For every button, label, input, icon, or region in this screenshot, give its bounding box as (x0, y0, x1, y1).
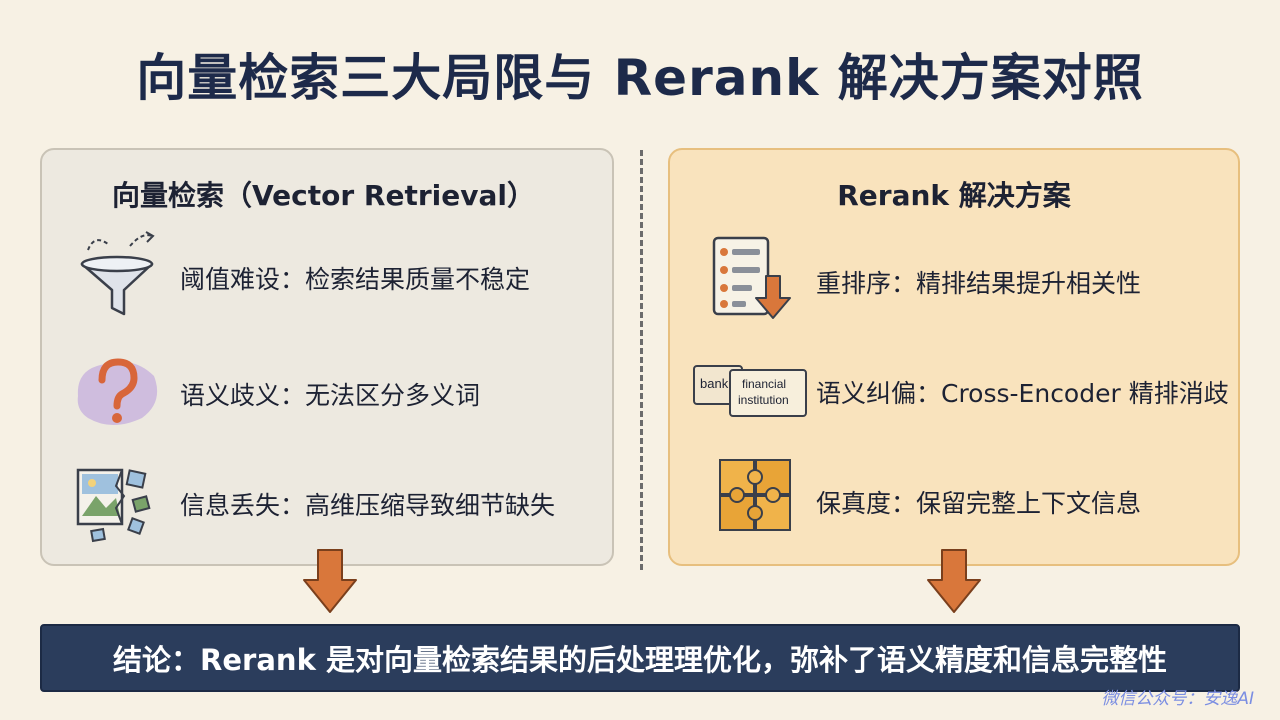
vector-retrieval-panel: 向量检索（Vector Retrieval） 阈值难设：检索结果质量不稳定 语义… (40, 148, 614, 566)
rerank-solution-panel: Rerank 解决方案 重排序：精排结果提升相关性 bank financial… (668, 148, 1240, 566)
conclusion-banner: 结论：Rerank 是对向量检索结果的后处理理优化，弥补了语义精度和信息完整性 (40, 624, 1240, 692)
down-arrow-icon (303, 549, 357, 613)
card-word-bank: bank (700, 376, 729, 391)
watermark: 微信公众号：安逸AI (1101, 689, 1254, 709)
question-mark-icon (77, 358, 158, 425)
limitation-text: 语义歧义：无法区分多义词 (180, 381, 481, 410)
panel-divider (640, 150, 643, 570)
sorted-list-icon (712, 236, 791, 319)
solution-item-disambiguation: bank financial institution 语义纠偏：Cross-En… (670, 344, 1238, 434)
right-panel-heading: Rerank 解决方案 (837, 179, 1071, 212)
solution-text: 语义纠偏：Cross-Encoder 精排消歧 (816, 379, 1229, 408)
broken-image-icon (76, 468, 151, 543)
puzzle-icon (719, 459, 791, 531)
solution-text: 重排序：精排结果提升相关性 (816, 269, 1142, 298)
limitation-text: 信息丢失：高维压缩导致细节缺失 (180, 491, 556, 520)
funnel-icon (80, 231, 155, 316)
down-arrow-icon (927, 549, 981, 613)
word-cards-icon: bank financial institution (693, 365, 807, 417)
solution-item-fidelity: 保真度：保留完整上下文信息 (670, 454, 1238, 544)
solution-text: 保真度：保留完整上下文信息 (816, 489, 1142, 518)
page-title: 向量检索三大局限与 Rerank 解决方案对照 (136, 49, 1144, 107)
card-word-institution: institution (738, 393, 789, 407)
limitation-item-info-loss: 信息丢失：高维压缩导致细节缺失 (42, 456, 612, 546)
limitation-text: 阈值难设：检索结果质量不稳定 (180, 265, 531, 294)
card-word-financial: financial (742, 377, 786, 391)
conclusion-text: 结论：Rerank 是对向量检索结果的后处理理优化，弥补了语义精度和信息完整性 (113, 643, 1167, 677)
solution-item-rerank: 重排序：精排结果提升相关性 (670, 234, 1238, 324)
limitation-item-threshold: 阈值难设：检索结果质量不稳定 (42, 230, 612, 320)
left-panel-heading: 向量检索（Vector Retrieval） (112, 179, 535, 212)
limitation-item-ambiguity: 语义歧义：无法区分多义词 (42, 346, 612, 436)
